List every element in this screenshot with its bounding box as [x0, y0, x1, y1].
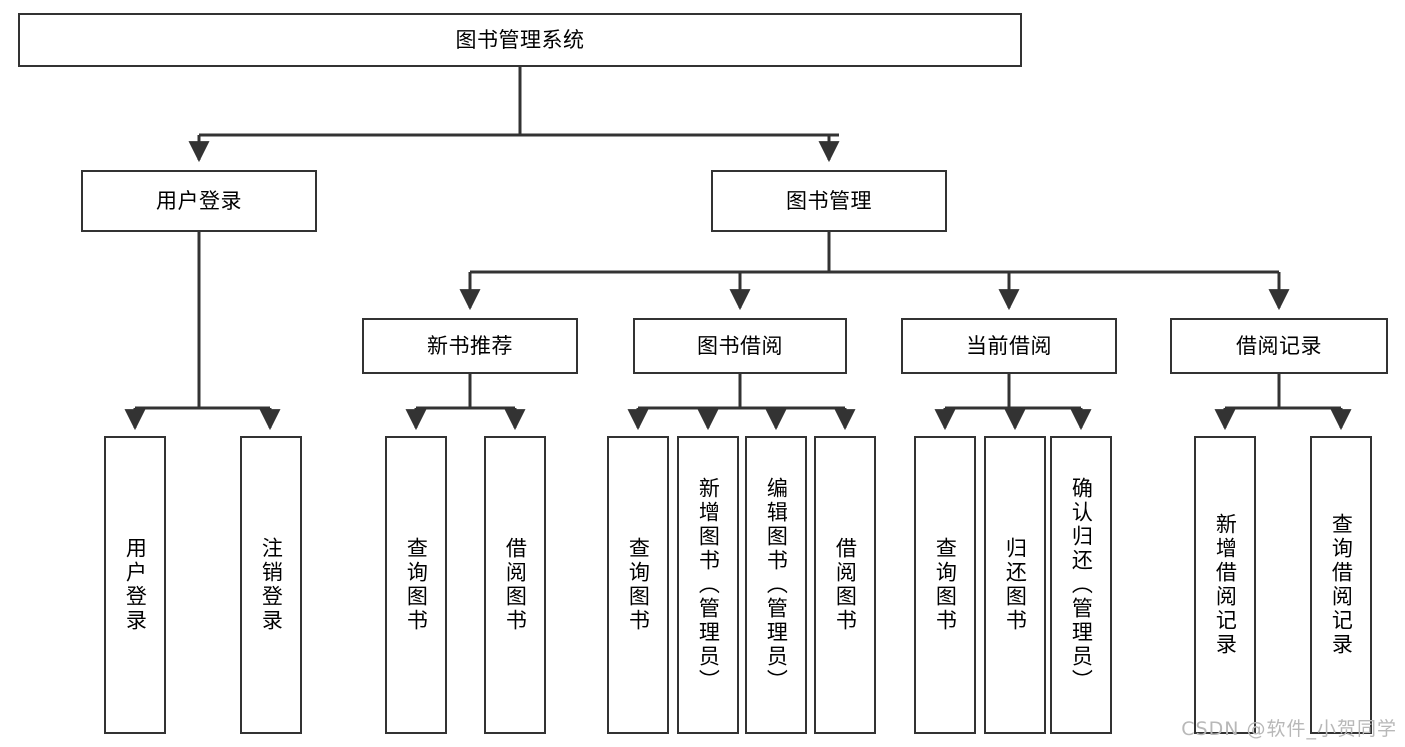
- node-user-login-label: 用户登录: [156, 188, 242, 213]
- node-borrow-record[interactable]: 借阅记录: [1170, 318, 1388, 374]
- node-leaf-user-login-label: 用户登录: [123, 537, 148, 633]
- node-borrow-record-label: 借阅记录: [1236, 333, 1322, 358]
- node-user-login[interactable]: 用户登录: [81, 170, 317, 232]
- node-leaf-query-record-label: 查询借阅记录: [1329, 513, 1354, 657]
- node-leaf-add-record[interactable]: 新增借阅记录: [1194, 436, 1256, 734]
- node-leaf-query-book-1[interactable]: 查询图书: [385, 436, 447, 734]
- node-leaf-borrow-book-2-label: 借阅图书: [833, 537, 858, 633]
- node-leaf-logout-label: 注销登录: [259, 537, 284, 633]
- node-book-manage-label: 图书管理: [786, 188, 872, 213]
- node-leaf-add-book-label: 新增图书（管理员）: [696, 477, 721, 693]
- node-leaf-query-book-3-label: 查询图书: [933, 537, 958, 633]
- node-current-borrow[interactable]: 当前借阅: [901, 318, 1117, 374]
- node-book-manage[interactable]: 图书管理: [711, 170, 947, 232]
- node-root-label: 图书管理系统: [455, 27, 585, 52]
- node-book-borrow-label: 图书借阅: [697, 333, 783, 358]
- node-leaf-borrow-book-2[interactable]: 借阅图书: [814, 436, 876, 734]
- node-leaf-return-book-label: 归还图书: [1003, 537, 1028, 633]
- node-leaf-query-record[interactable]: 查询借阅记录: [1310, 436, 1372, 734]
- node-leaf-query-book-1-label: 查询图书: [404, 537, 429, 633]
- node-root[interactable]: 图书管理系统: [18, 13, 1022, 67]
- node-leaf-return-book[interactable]: 归还图书: [984, 436, 1046, 734]
- node-leaf-borrow-book-1[interactable]: 借阅图书: [484, 436, 546, 734]
- node-leaf-confirm-return-label: 确认归还（管理员）: [1069, 477, 1094, 693]
- node-leaf-query-book-2-label: 查询图书: [626, 537, 651, 633]
- node-leaf-logout[interactable]: 注销登录: [240, 436, 302, 734]
- node-leaf-query-book-2[interactable]: 查询图书: [607, 436, 669, 734]
- node-book-borrow[interactable]: 图书借阅: [633, 318, 847, 374]
- node-leaf-add-book[interactable]: 新增图书（管理员）: [677, 436, 739, 734]
- node-leaf-edit-book[interactable]: 编辑图书（管理员）: [745, 436, 807, 734]
- node-leaf-add-record-label: 新增借阅记录: [1213, 513, 1238, 657]
- node-leaf-edit-book-label: 编辑图书（管理员）: [764, 477, 789, 693]
- node-new-book-recommend-label: 新书推荐: [427, 333, 513, 358]
- node-current-borrow-label: 当前借阅: [966, 333, 1052, 358]
- node-leaf-user-login[interactable]: 用户登录: [104, 436, 166, 734]
- node-leaf-confirm-return[interactable]: 确认归还（管理员）: [1050, 436, 1112, 734]
- node-new-book-recommend[interactable]: 新书推荐: [362, 318, 578, 374]
- watermark-text: CSDN @软件_小贺同学: [1181, 718, 1397, 740]
- node-leaf-borrow-book-1-label: 借阅图书: [503, 537, 528, 633]
- node-leaf-query-book-3[interactable]: 查询图书: [914, 436, 976, 734]
